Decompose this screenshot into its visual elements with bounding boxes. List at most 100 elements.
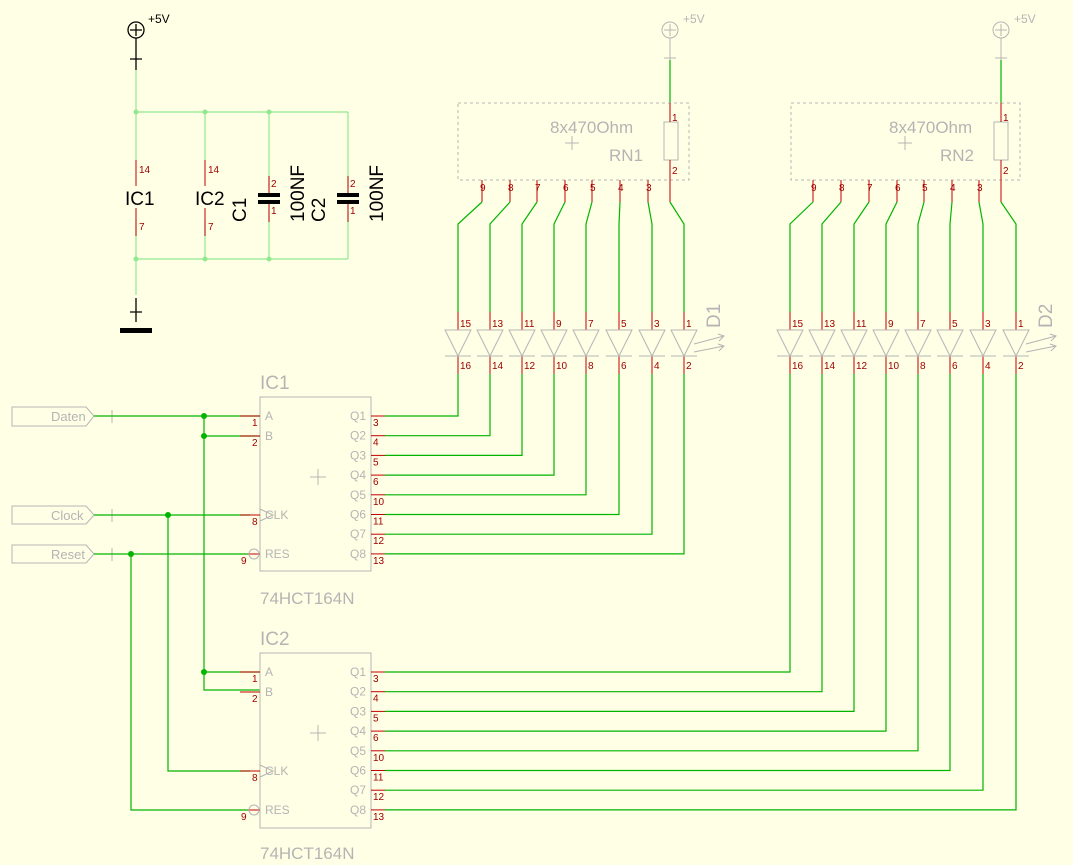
led-cathode-pin: 14 [824,361,836,372]
resistor-led-wire [618,201,621,312]
reset-inverter-icon [248,804,260,816]
led-cathode-pin: 12 [524,361,536,372]
daten-label: Daten [51,409,86,424]
ic2-name: IC2 [260,629,290,650]
ic-output-pin-number: 12 [373,792,385,803]
led-cathode-pin: 2 [1018,361,1024,372]
clock-input-icon [259,764,275,778]
clock-input-icon [259,508,275,522]
ic2-power-label: IC2 [195,189,225,210]
resistor-led-wire [489,201,511,312]
ic2-part: 74HCT164N [260,844,355,863]
ic-output-pin-name: Q8 [350,803,366,817]
rn-pin-number: 9 [811,183,817,194]
ic-input-pin-name: RES [265,803,290,817]
svg-text:+5V: +5V [683,12,705,26]
ic-output-pin-number: 5 [373,457,379,468]
ic-input-pin-name: RES [265,547,290,561]
led-anode-pin: 7 [588,319,594,330]
ic-output-pin-name: Q4 [350,468,366,482]
ic-output-pin-number: 12 [373,536,385,547]
resistor-led-wire [669,201,685,312]
ic-input-pin-number: 9 [241,556,247,567]
led-cathode-pin: 2 [686,361,692,372]
ic-output-pin-name: Q8 [350,547,366,561]
c2-name: C2 [309,198,330,222]
rn-pin-number: 4 [618,183,624,194]
ic-output-pin-number: 10 [373,497,385,508]
ic-input-pin-number: 2 [252,694,258,705]
led-icon [605,329,633,358]
resistor-led-wire [949,201,953,312]
led-anode-pin: 9 [556,319,562,330]
q-output-wire [385,374,523,456]
resistor-led-wire [1000,201,1017,312]
led-cathode-pin: 8 [588,361,594,372]
led-anode-pin: 5 [621,319,627,330]
ic-output-pin-name: Q1 [350,665,366,679]
power-block: +5V 14 7 IC1 14 7 IC2 2 1 C1 100NF [120,12,388,333]
led-anode-pin: 11 [856,319,867,330]
ic-output-pin-number: 13 [373,556,385,567]
ic-output-pin-name: Q3 [350,704,366,718]
svg-text:1: 1 [672,113,678,124]
ic-input-pin-name: B [265,429,273,443]
rn-pin-number: 3 [977,183,983,194]
resistor-led-wire [521,201,538,312]
rn-pin-number: 7 [535,183,541,194]
ic-body [259,652,372,829]
rn-pin-number: 3 [646,183,652,194]
ic-output-pin-number: 13 [373,812,385,823]
ic-output-pin-number: 5 [373,713,379,724]
resistor-led-wire [585,201,593,312]
led-anode-pin: 1 [686,319,692,330]
ic-output-pin-number: 4 [373,694,379,705]
ic-output-pin-number: 11 [373,517,384,528]
q-output-wire [385,374,984,791]
rn2-name: RN2 [940,146,974,165]
resistor-led-wire [978,201,984,312]
ic1-part: 74HCT164N [260,589,355,608]
led-cathode-pin: 16 [792,361,804,372]
q-output-wire [385,374,459,417]
rn-pin-number: 8 [508,183,514,194]
ic-input-pin-name: CLK [265,764,288,778]
ic2-gnd-pin: 7 [208,222,214,233]
q-output-wire [385,374,491,437]
ic-input-pin-name: A [265,665,273,679]
ic-output-pin-number: 11 [373,773,384,784]
led-icon [572,329,600,358]
resistor-led-wire [647,201,653,312]
capacitor-c2: 2 1 C2 100NF [309,165,388,222]
ic-output-pin-number: 3 [373,418,379,429]
ic-output-pin-number: 6 [373,477,379,488]
resistor-led-wire [457,201,483,312]
q-output-wire [385,374,919,752]
rn2-value: 8x470Ohm [889,118,972,137]
ic-output-pin-name: Q2 [350,429,366,443]
q-output-wire [385,374,951,772]
rn-pin-number: 6 [563,183,569,194]
ic-input-pin-number: 2 [252,438,258,449]
led-icon [638,329,666,358]
q-output-wire [385,374,887,732]
svg-text:2: 2 [672,166,678,177]
led-icon [808,329,836,358]
q-output-wire [385,374,855,712]
led-cathode-pin: 10 [556,361,568,372]
ic-input-pin-number: 9 [241,812,247,823]
ic-input-pin-number: 1 [252,674,258,685]
ic-output-pin-name: Q6 [350,508,366,522]
ic1-vcc-pin: 14 [139,165,151,176]
led-icon [904,329,932,358]
ic-input-pin-name: B [265,685,273,699]
vcc-label: +5V [148,12,170,26]
q-output-wire [385,374,587,496]
ic-input-pin-number: 8 [252,773,258,784]
rn1-name: RN1 [609,146,643,165]
ic1-power-label: IC1 [125,189,155,210]
led-cathode-pin: 6 [952,361,958,372]
